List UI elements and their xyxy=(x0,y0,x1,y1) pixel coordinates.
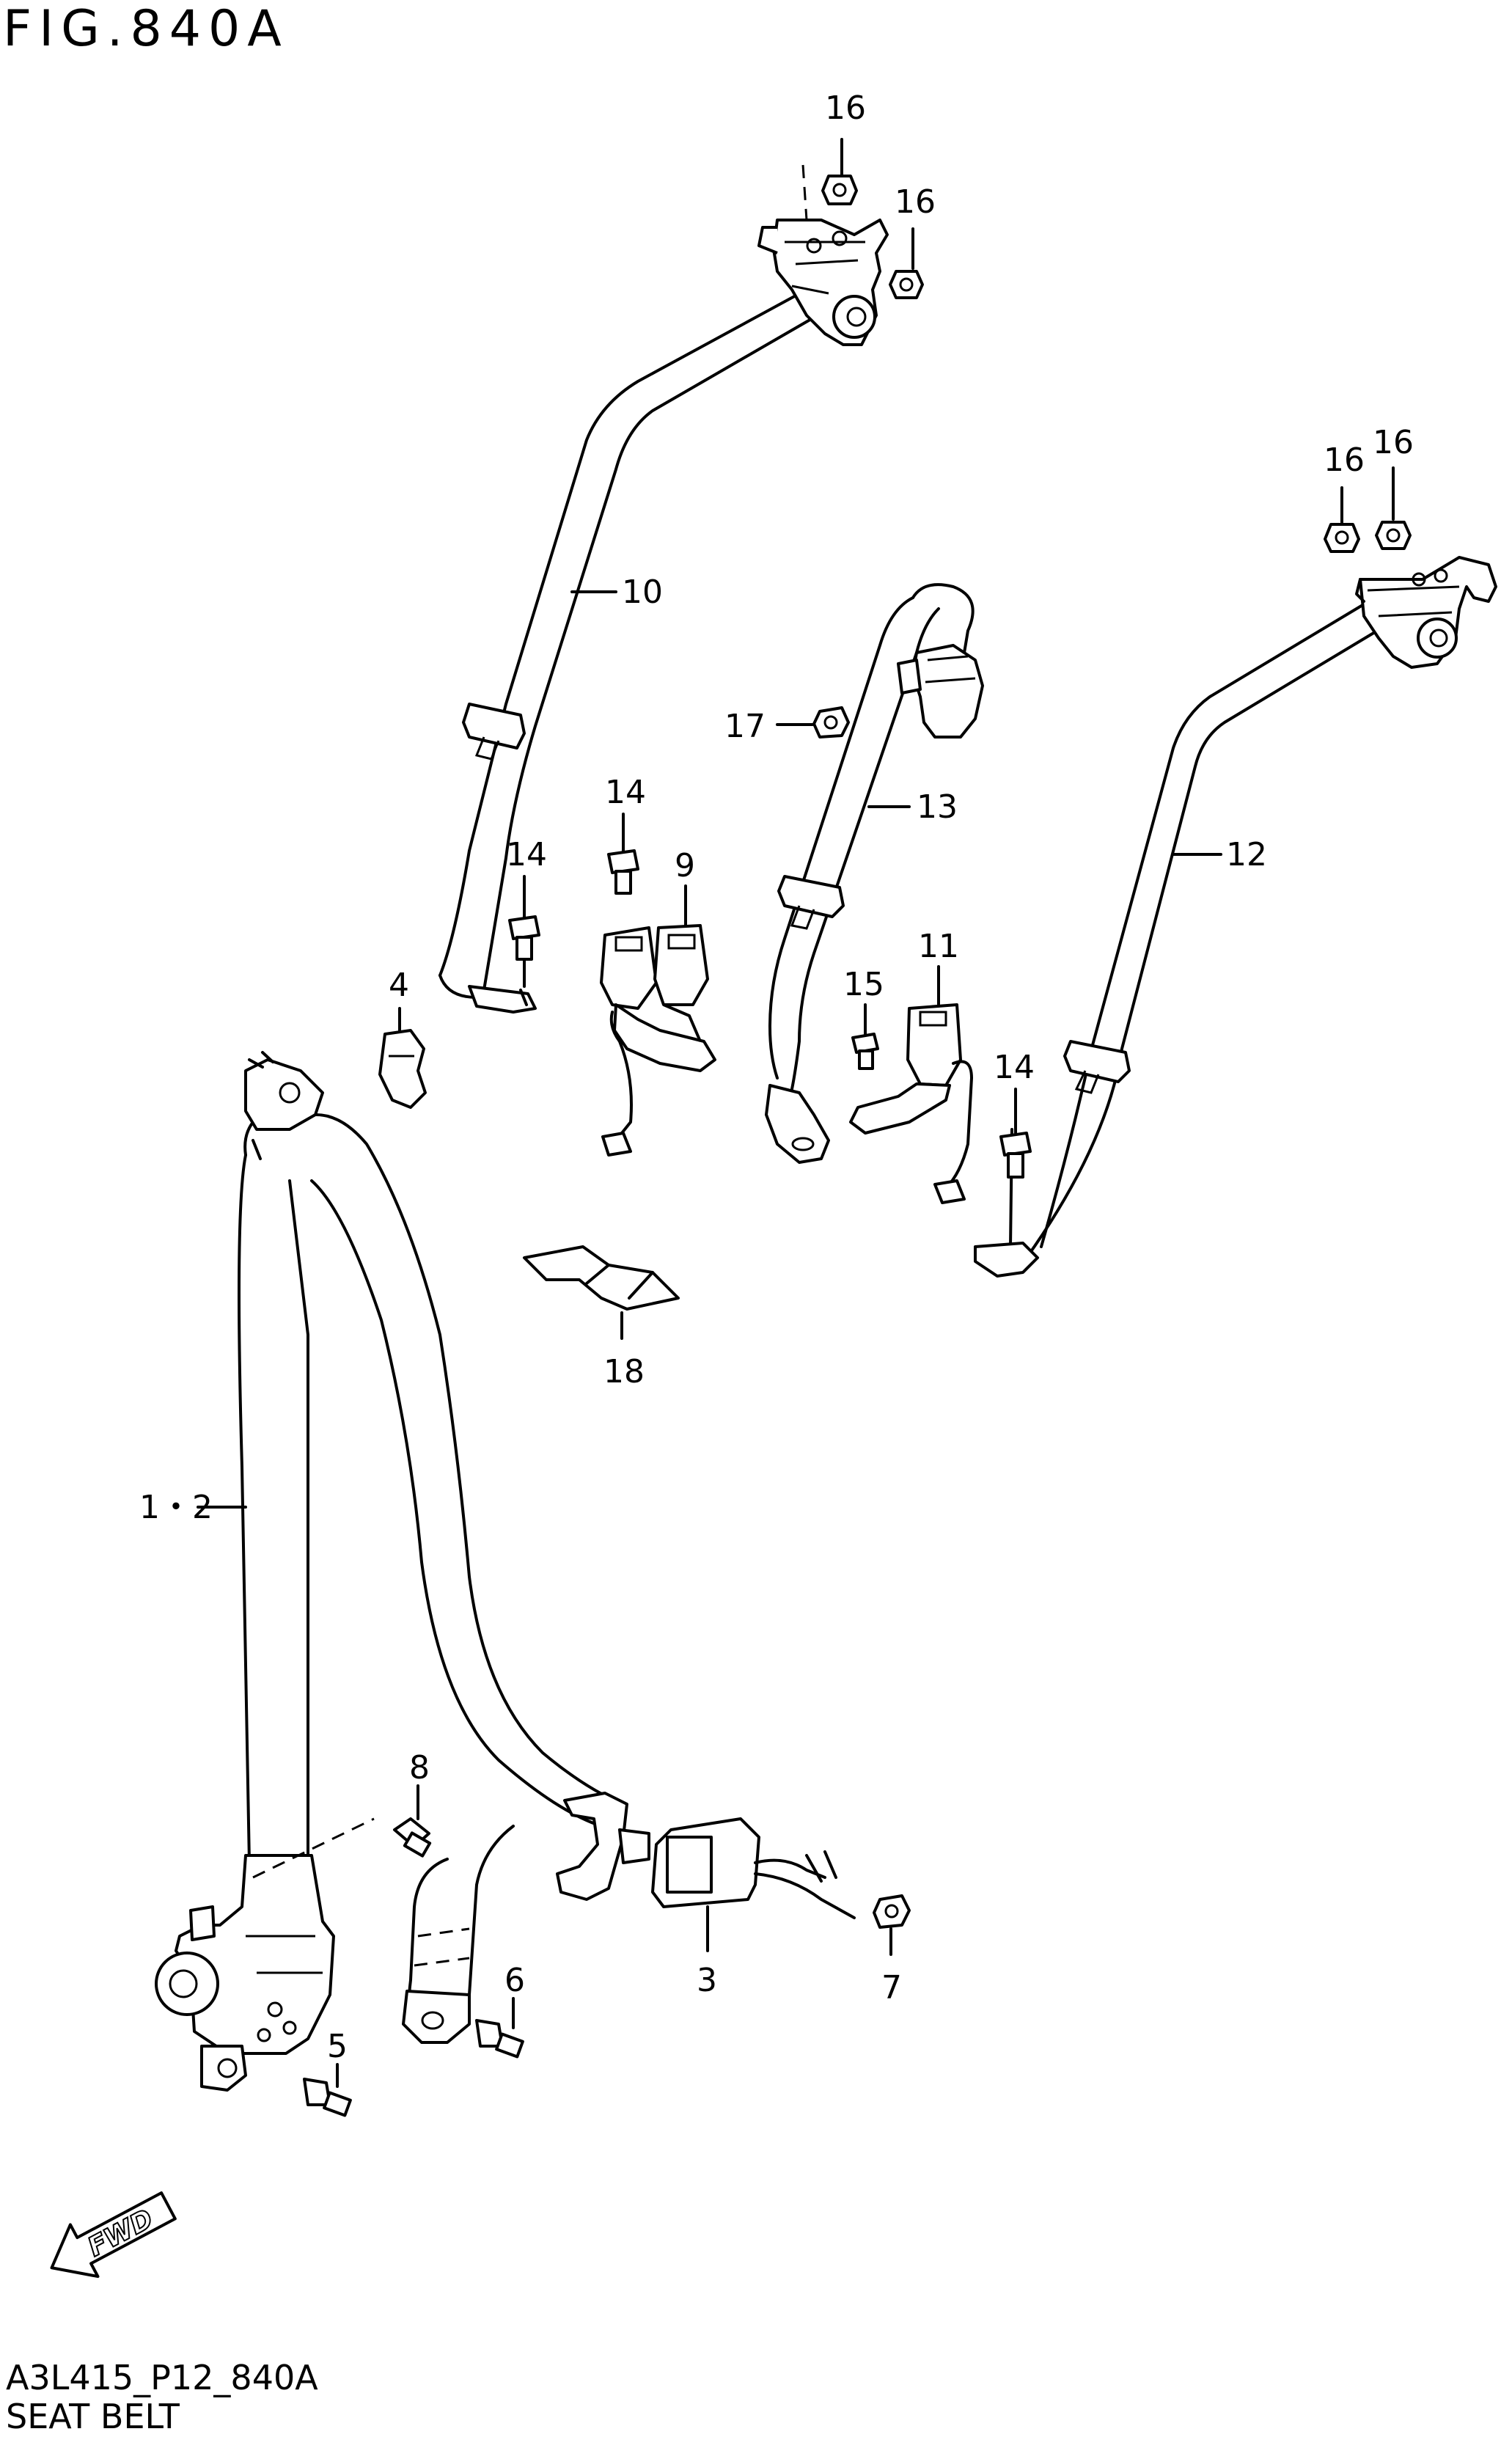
part-11-single-buckle xyxy=(849,1003,973,1204)
callout-17: 17 xyxy=(724,708,766,745)
part-12-belt xyxy=(974,596,1391,1278)
part-10-belt xyxy=(438,288,819,1014)
callout-labels: 16 16 16 16 10 17 13 12 14 14 9 4 11 15 … xyxy=(139,89,1414,2065)
part-3-buckle xyxy=(651,1817,856,1952)
callout-18: 18 xyxy=(603,1353,645,1390)
fastener-17-nut xyxy=(776,706,850,739)
callout-4: 4 xyxy=(389,967,409,1004)
callout-3: 3 xyxy=(697,1962,717,1999)
part-4-clip xyxy=(378,1029,427,1109)
fwd-arrow-label: FWD xyxy=(83,2204,158,2262)
callout-14-left: 14 xyxy=(506,836,547,873)
fastener-8-bolt xyxy=(393,1784,432,1858)
drawing-caption: SEAT BELT xyxy=(6,2397,180,2436)
fastener-14b-bolt xyxy=(508,875,540,988)
fastener-5-bolt xyxy=(303,2063,352,2117)
callout-5: 5 xyxy=(327,2028,348,2065)
part-1-2-lower-anchor xyxy=(402,1825,515,2044)
fastener-16b-nut xyxy=(889,227,924,299)
callout-16-right-b: 16 xyxy=(1373,424,1414,461)
callout-7: 7 xyxy=(881,1969,902,2007)
drawing-code: A3L415_P12_840A xyxy=(6,2358,318,2397)
callout-9: 9 xyxy=(675,847,695,884)
part-13-belt xyxy=(765,583,975,1164)
callout-10: 10 xyxy=(622,573,663,611)
fastener-15-bolt xyxy=(851,1003,879,1070)
callout-16-top: 16 xyxy=(825,89,866,127)
leader-lines xyxy=(197,590,1222,1509)
fwd-arrow: FWD xyxy=(50,2191,177,2279)
callout-16-upper-right: 16 xyxy=(895,183,936,221)
part-12-retractor xyxy=(1355,556,1497,669)
callout-15: 15 xyxy=(843,966,884,1003)
callout-13: 13 xyxy=(917,788,958,826)
callout-16-right-a: 16 xyxy=(1324,441,1365,479)
fastener-16d-nut xyxy=(1375,466,1412,550)
fastener-14a-bolt xyxy=(607,813,639,895)
part-18-pad xyxy=(523,1245,680,1340)
part-10-retractor xyxy=(757,219,889,346)
callout-6: 6 xyxy=(504,1962,525,1999)
callout-8: 8 xyxy=(409,1749,430,1786)
fastener-16a-nut xyxy=(801,138,858,221)
fastener-14c-bolt xyxy=(999,1088,1032,1179)
callout-14-right: 14 xyxy=(994,1049,1035,1086)
fastener-16c-nut xyxy=(1324,486,1360,553)
part-1-2-retractor xyxy=(155,1817,375,2092)
callout-12: 12 xyxy=(1226,836,1267,873)
part-9-double-buckle xyxy=(600,924,716,1157)
callout-14-center: 14 xyxy=(605,774,646,811)
part-1-2-belt xyxy=(238,1051,625,1868)
callout-1-2: 1・2 xyxy=(139,1489,213,1526)
part-13-guide xyxy=(897,644,984,739)
fastener-7-nut xyxy=(873,1894,911,1956)
fastener-6-bolt xyxy=(475,1997,524,2059)
part-1-2-tongue xyxy=(556,1792,650,1901)
callout-11: 11 xyxy=(918,928,959,965)
figure-title: FIG.840A xyxy=(3,0,289,58)
